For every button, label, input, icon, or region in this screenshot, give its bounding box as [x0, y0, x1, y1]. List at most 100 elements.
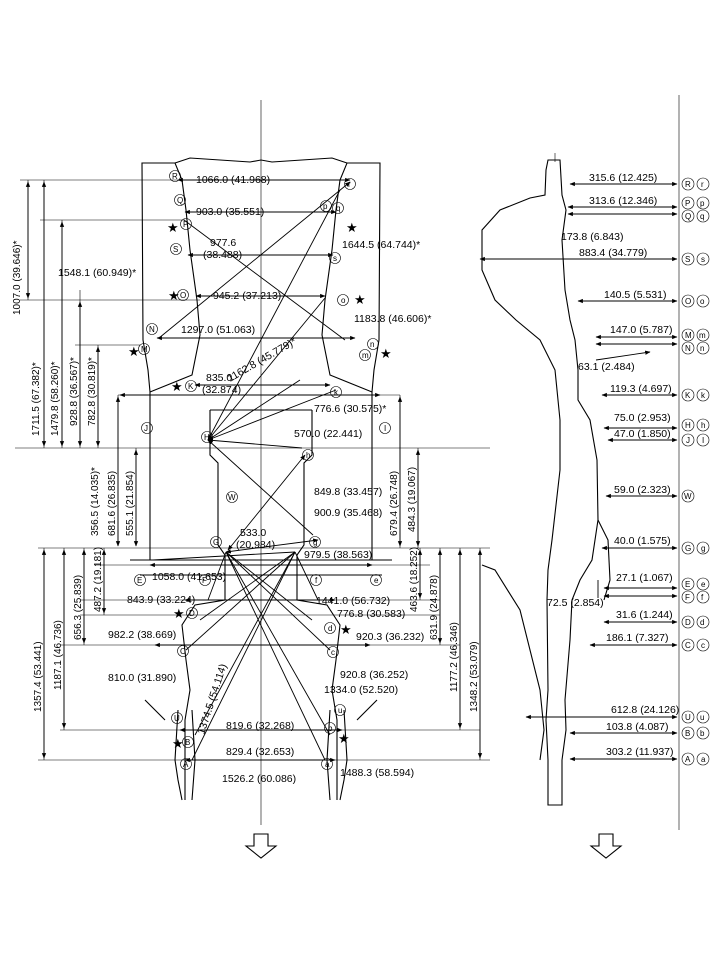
rear-crossmember: [130, 392, 392, 721]
point-W: W: [228, 493, 236, 502]
point-E: E: [137, 576, 142, 585]
dim-977-value: 977.6: [210, 237, 236, 249]
dim-982: 982.2 (38.669): [108, 629, 176, 641]
dim-810: 810.0 (31.890): [108, 672, 176, 684]
dim-1441: 1441.0 (56.732): [316, 595, 390, 607]
side-point-labels: R r P Q p q S s O o M N m n K k H J h I …: [681, 177, 710, 766]
side-dim-313: 313.6 (12.346): [589, 195, 657, 207]
star-icon: ★: [171, 379, 183, 394]
dim-819: 819.6 (32.268): [226, 720, 294, 732]
side-dim-147: 147.0 (5.787): [610, 324, 672, 336]
point-S: S: [173, 245, 178, 254]
svg-text:★: ★: [168, 288, 180, 303]
point-M: M: [141, 345, 148, 354]
point-O: O: [180, 291, 186, 300]
point-a: a: [325, 760, 330, 769]
mid-rail-left: [181, 410, 226, 800]
front-crossmember: [174, 157, 348, 164]
dim-570: 570.0 (22.441): [294, 428, 362, 440]
dim-1526: 1526.2 (60.086): [222, 773, 296, 785]
svg-text:★: ★: [340, 622, 352, 637]
side-label-a: a: [701, 755, 706, 764]
side-view: 315.6 (12.425) 313.6 (12.346) 173.8 (6.8…: [479, 95, 710, 859]
svg-text:★: ★: [346, 220, 358, 235]
side-label-O: O: [685, 297, 691, 306]
side-label-I: I: [702, 436, 704, 445]
side-dim-883: 883.4 (34.779): [579, 247, 647, 259]
side-dim-59: 59.0 (2.323): [614, 484, 671, 496]
side-dim-27: 27.1 (1.067): [616, 572, 673, 584]
point-n: n: [370, 340, 374, 349]
side-label-c: c: [701, 641, 705, 650]
dim-487: 487.2 (19.181): [93, 547, 104, 612]
side-label-r: r: [701, 180, 704, 189]
side-label-U: U: [685, 713, 691, 722]
dim-463: 463.6 (18.252): [409, 547, 420, 612]
dim-900: 900.9 (35.468): [314, 507, 382, 519]
dim-1187: 1187.1 (46.736): [53, 620, 64, 690]
side-label-F: F: [685, 593, 690, 602]
dim-843: 843.9 (33.224): [127, 594, 195, 606]
dim-1548: 1548.1 (60.949)*: [58, 267, 136, 279]
dim-920a: 920.3 (36.232): [356, 631, 424, 643]
point-markers: R Q P S O N M K J H W G E F D C U B A r …: [134, 170, 391, 770]
side-label-b: b: [700, 729, 705, 738]
dim-1357: 1357.4 (53.441): [33, 641, 44, 712]
dim-829: 829.4 (32.653): [226, 746, 294, 758]
point-s: s: [333, 254, 337, 263]
side-dim-140: 140.5 (5.531): [604, 289, 666, 301]
point-H: H: [204, 433, 210, 442]
svg-text:★: ★: [338, 731, 350, 746]
svg-text:★: ★: [172, 736, 184, 751]
dim-631: 631.9 (24.878): [429, 575, 440, 640]
point-R: R: [172, 172, 178, 181]
frame-outline-right: [321, 162, 381, 393]
side-dim-315: 315.6 (12.425): [589, 172, 657, 184]
dim-1711: 1711.5 (67.382)*: [31, 362, 42, 436]
dim-945: 945.2 (37.213): [213, 290, 281, 302]
side-dim-40: 40.0 (1.575): [614, 535, 671, 547]
side-label-h: h: [701, 421, 705, 430]
svg-text:★: ★: [380, 346, 392, 361]
dim-977-inch: (38.488): [203, 249, 242, 261]
star-icon: ★: [168, 288, 180, 303]
point-B: B: [185, 738, 190, 747]
dim-782: 782.8 (30.819)*: [87, 357, 98, 426]
side-label-p: p: [700, 199, 705, 208]
point-F: F: [202, 576, 207, 585]
point-J: J: [144, 424, 148, 433]
dim-1374: 1374.5 (54.114): [195, 662, 229, 735]
side-label-e: e: [701, 580, 706, 589]
side-label-C: C: [685, 641, 691, 650]
dim-1007: 1007.0 (39.646)*: [12, 240, 23, 315]
point-q: q: [336, 204, 340, 213]
point-Q: Q: [177, 196, 183, 205]
point-k: k: [334, 388, 339, 397]
side-label-Q: Q: [685, 212, 691, 221]
frame-outline-left: [141, 162, 201, 393]
dim-1479: 1479.8 (58.260)*: [50, 361, 61, 436]
star-icon: ★: [167, 220, 179, 235]
down-arrow-icon: [589, 833, 623, 859]
point-p: p: [323, 202, 328, 211]
dim-1162: 1162.8 (45.779)*: [226, 335, 299, 384]
side-label-J: J: [686, 436, 690, 445]
star-icon: ★: [354, 292, 366, 307]
star-icon: ★: [338, 731, 350, 746]
side-label-s: s: [701, 255, 705, 264]
side-label-D: D: [685, 618, 691, 627]
dim-776b: 776.8 (30.583): [337, 608, 405, 620]
side-dim-72: 72.5 (2.854): [547, 597, 604, 609]
side-dim-119: 119.3 (4.697): [610, 383, 672, 395]
star-icon: ★: [380, 346, 392, 361]
side-dim-303: 303.2 (11.937): [606, 746, 674, 758]
side-dim-103: 103.8 (4.087): [606, 721, 668, 733]
svg-text:★: ★: [128, 344, 140, 359]
dim-1177: 1177.2 (46.346): [449, 622, 460, 692]
point-f: f: [315, 576, 318, 585]
dim-979: 979.5 (38.563): [304, 549, 372, 561]
side-label-R: R: [685, 180, 691, 189]
side-label-W: W: [684, 492, 692, 501]
side-dim-186: 186.1 (7.327): [606, 632, 668, 644]
